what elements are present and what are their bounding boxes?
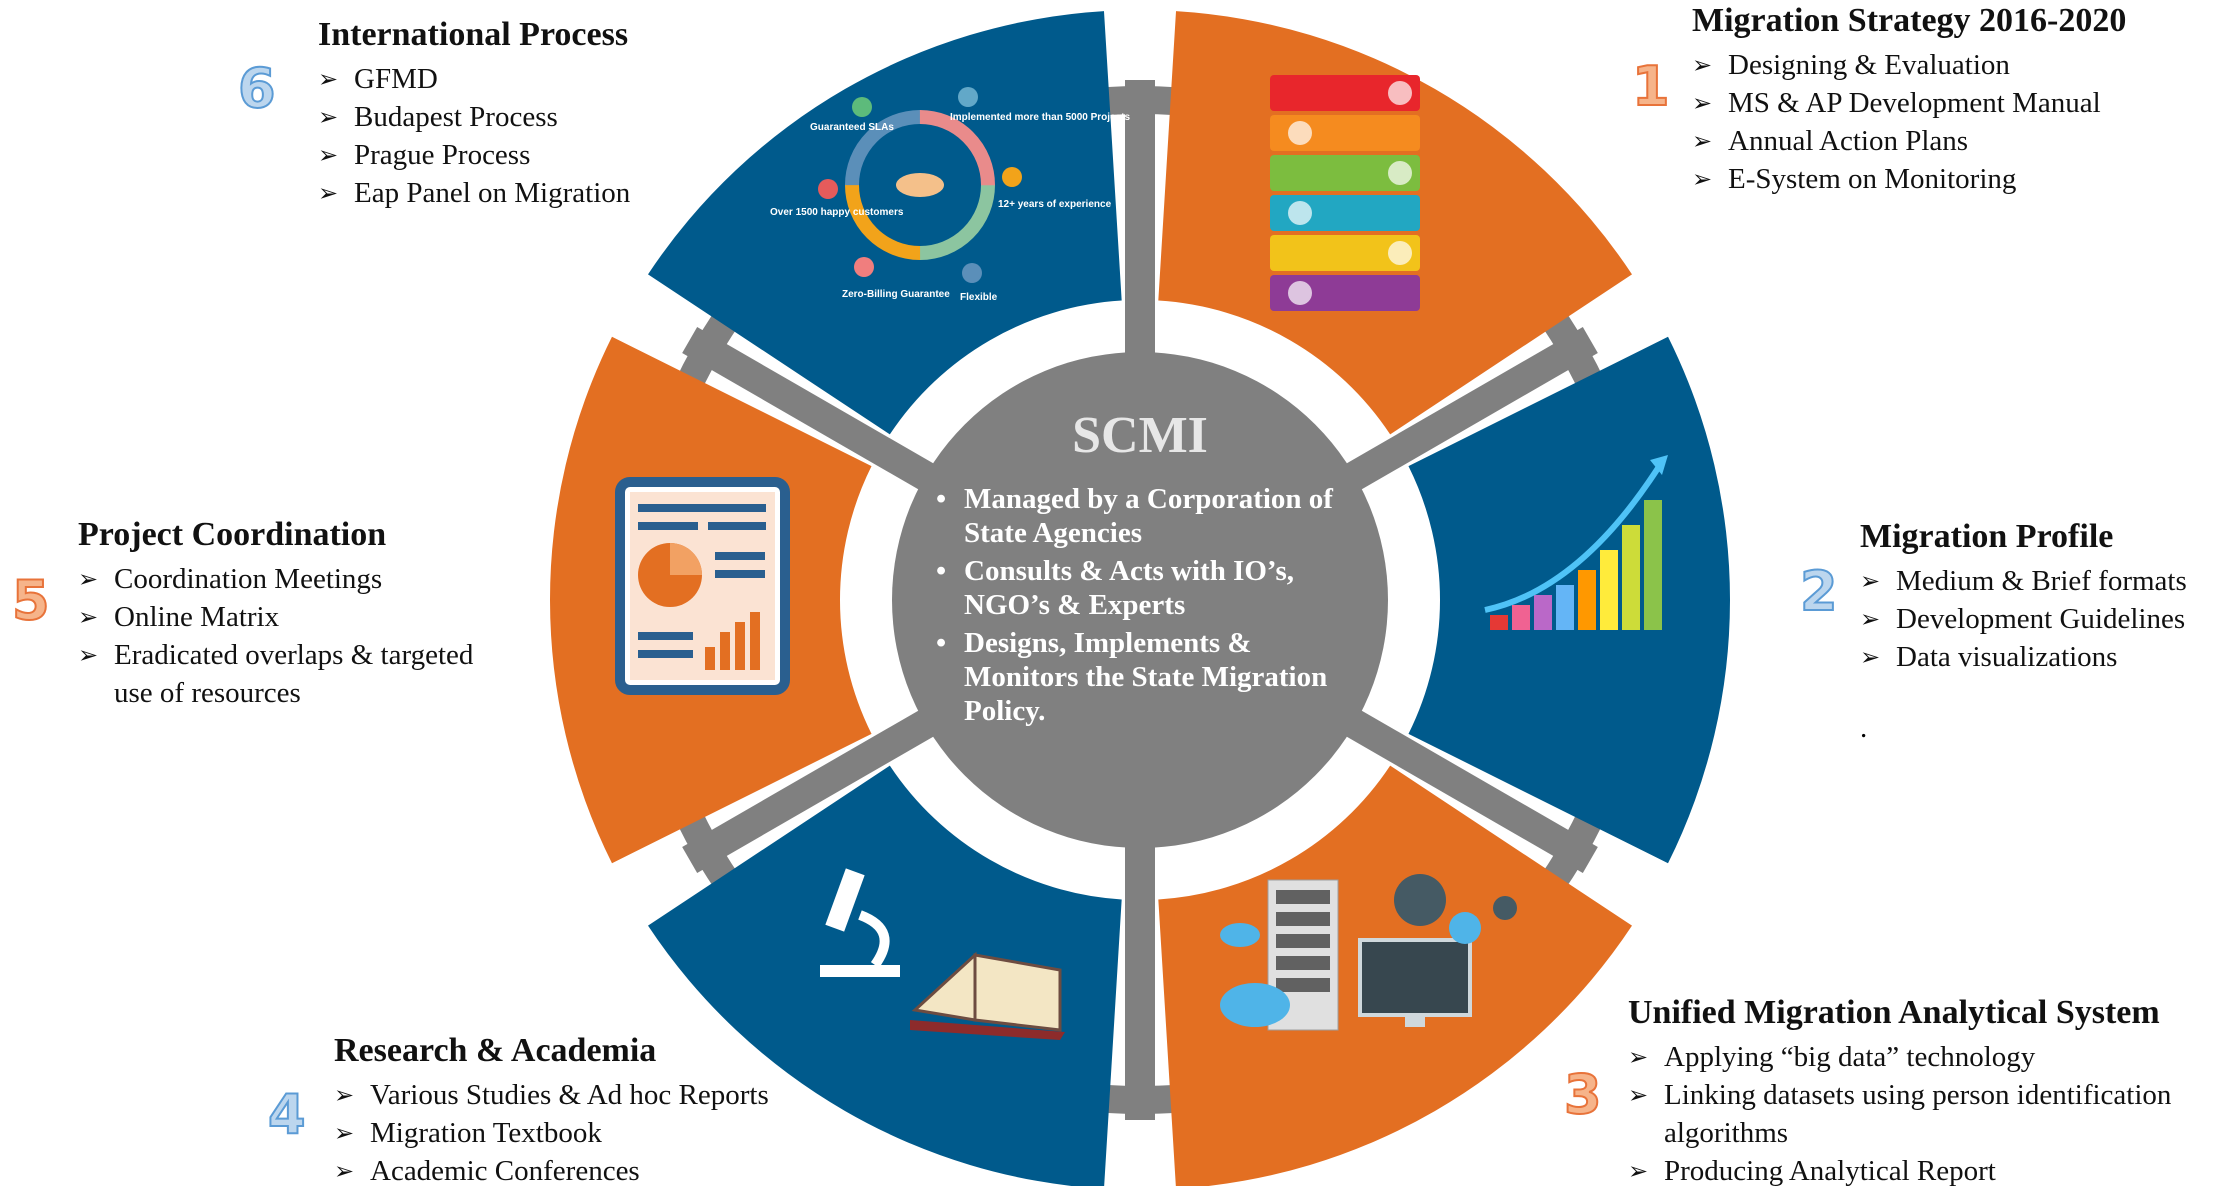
section-3-item-3: ➢Producing Analytical Report [1628, 1155, 1996, 1187]
section-2-title: Migration Profile [1860, 518, 2114, 555]
handshake-cycle-icon: Guaranteed SLAs Implemented more than 50… [770, 87, 1131, 303]
section-2-item-1: ➢Medium & Brief formats [1860, 565, 2187, 597]
section-4-item-2: ➢Migration Textbook [334, 1117, 602, 1149]
section-international-process: International Process ➢GFMD ➢Budapest Pr… [318, 14, 630, 212]
segment-international-process [648, 11, 1122, 435]
section-1-item-3: ➢Annual Action Plans [1692, 125, 1969, 157]
section-6-item-1: ➢GFMD [318, 63, 438, 95]
section-6-number: 6 [237, 57, 277, 120]
label-customers: Over 1500 happy customers [770, 207, 904, 218]
section-1-title: Migration Strategy 2016-2020 [1692, 2, 2127, 39]
section-1-item-2: ➢MS & AP Development Manual [1692, 87, 2101, 119]
section-4-item-3: ➢Academic Conferences [334, 1155, 640, 1187]
label-implemented: Implemented more than 5000 Projects [950, 112, 1131, 123]
section-1-number: 1 [1631, 55, 1671, 118]
section-4-title: Research & Academia [334, 1032, 657, 1069]
section-6-item-2: ➢Budapest Process [318, 101, 558, 133]
label-years: 12+ years of experience [998, 199, 1112, 210]
section-5-item-3: ➢Eradicated overlaps & targeted use of r… [78, 639, 474, 709]
wheel-segments [549, 11, 1730, 1186]
section-project-coordination: Project Coordination ➢Coordination Meeti… [78, 514, 518, 712]
label-flexible: Flexible [960, 292, 998, 303]
section-5-item-1: ➢Coordination Meetings [78, 563, 383, 595]
section-4-item-1: ➢Various Studies & Ad hoc Reports [334, 1079, 769, 1111]
section-6-item-4: ➢Eap Panel on Migration [318, 177, 631, 209]
section-5-title: Project Coordination [78, 516, 387, 553]
stacked-banner-icon [1270, 75, 1420, 311]
section-2-item-2: ➢Development Guidelines [1860, 603, 2186, 635]
stray-dot: . [1860, 712, 1868, 744]
section-6-title: International Process [318, 16, 629, 53]
section-3-item-1: ➢Applying “big data” technology [1628, 1041, 2036, 1073]
section-2-item-3: ➢Data visualizations [1860, 641, 2118, 673]
center-bullets: Managed by a Corporation of State Agenci… [928, 482, 1348, 732]
label-guaranteed: Guaranteed SLAs [810, 122, 894, 133]
center-title: SCMI [1072, 407, 1208, 464]
section-3-item-2: ➢Linking datasets using person identific… [1628, 1079, 2172, 1149]
section-migration-profile: Migration Profile ➢Medium & Brief format… [1860, 516, 2187, 676]
section-unified-analytical-system: Unified Migration Analytical System ➢App… [1628, 992, 2218, 1190]
section-1-item-4: ➢E-System on Monitoring [1692, 163, 2017, 195]
section-1-item-1: ➢Designing & Evaluation [1692, 49, 2010, 81]
section-3-number: 3 [1563, 1063, 1603, 1126]
section-2-number: 2 [1799, 560, 1839, 623]
microscope-book-icon [820, 868, 1065, 1040]
section-5-number: 5 [11, 569, 51, 632]
center-bullet-1: Managed by a Corporation of State Agenci… [928, 482, 1348, 550]
section-6-item-3: ➢Prague Process [318, 139, 531, 171]
section-migration-strategy: Migration Strategy 2016-2020 ➢Designing … [1692, 0, 2126, 198]
label-zero-billing: Zero-Billing Guarantee [842, 289, 950, 300]
center-bullet-3: Designs, Implements & Monitors the State… [928, 626, 1348, 728]
section-research-academia: Research & Academia ➢Various Studies & A… [334, 1030, 769, 1190]
center-bullet-2: Consults & Acts with IO’s, NGO’s & Exper… [928, 554, 1348, 622]
server-cloud-icon [1220, 874, 1517, 1031]
section-5-item-2: ➢Online Matrix [78, 601, 280, 633]
section-3-title: Unified Migration Analytical System [1628, 994, 2160, 1031]
report-document-icon [615, 477, 790, 695]
growth-bar-chart-icon [1484, 455, 1668, 630]
section-4-number: 4 [267, 1083, 307, 1146]
